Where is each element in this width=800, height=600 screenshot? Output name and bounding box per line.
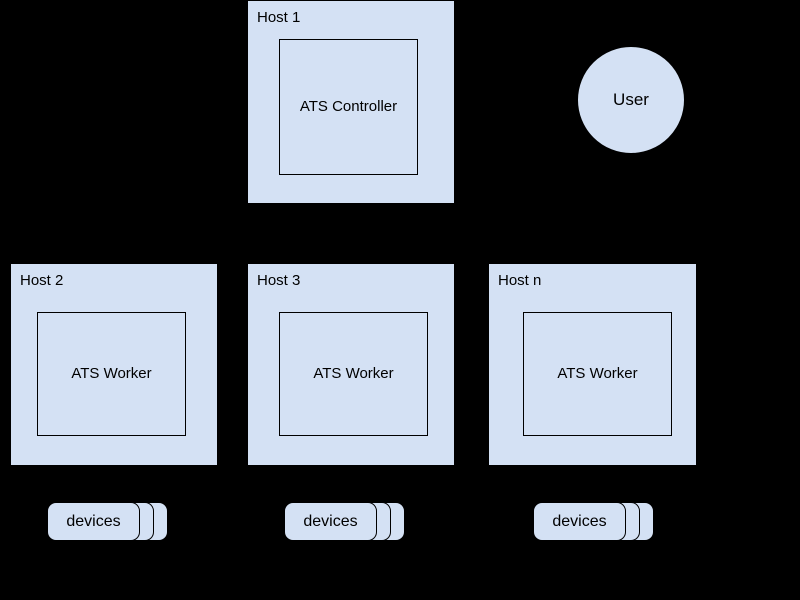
ats-controller-label: ATS Controller [299,98,398,115]
ats-worker-label-host-2: ATS Worker [71,365,152,382]
host-3-label: Host 3 [257,272,301,289]
user-label: User [613,90,649,109]
ats-worker-box-host-3[interactable]: ATS Worker [279,312,428,436]
ats-worker-box-host-n[interactable]: ATS Worker [523,312,672,436]
host-2-container[interactable]: Host 2 ATS Worker [10,263,218,466]
user-node[interactable]: User [577,46,685,154]
devices-label-host-3: devices [303,513,358,530]
devices-stack-host-2[interactable]: devices [47,502,169,542]
host-3-container[interactable]: Host 3 ATS Worker [247,263,455,466]
devices-stack-host-3[interactable]: devices [284,502,406,542]
host-1-label: Host 1 [257,9,301,26]
devices-label-host-2: devices [66,513,121,530]
host-2-label: Host 2 [20,272,64,289]
devices-stack-layer-front[interactable]: devices [284,502,377,541]
host-n-label: Host n [498,272,542,289]
devices-stack-layer-front[interactable]: devices [47,502,140,541]
ats-worker-label-host-3: ATS Worker [313,365,394,382]
host-1-container[interactable]: Host 1 ATS Controller [247,0,455,204]
ats-controller-box[interactable]: ATS Controller [279,39,418,175]
devices-stack-layer-front[interactable]: devices [533,502,626,541]
devices-label-host-n: devices [552,513,607,530]
devices-stack-host-n[interactable]: devices [533,502,655,542]
host-n-container[interactable]: Host n ATS Worker [488,263,697,466]
ats-worker-label-host-n: ATS Worker [557,365,638,382]
ats-worker-box-host-2[interactable]: ATS Worker [37,312,186,436]
